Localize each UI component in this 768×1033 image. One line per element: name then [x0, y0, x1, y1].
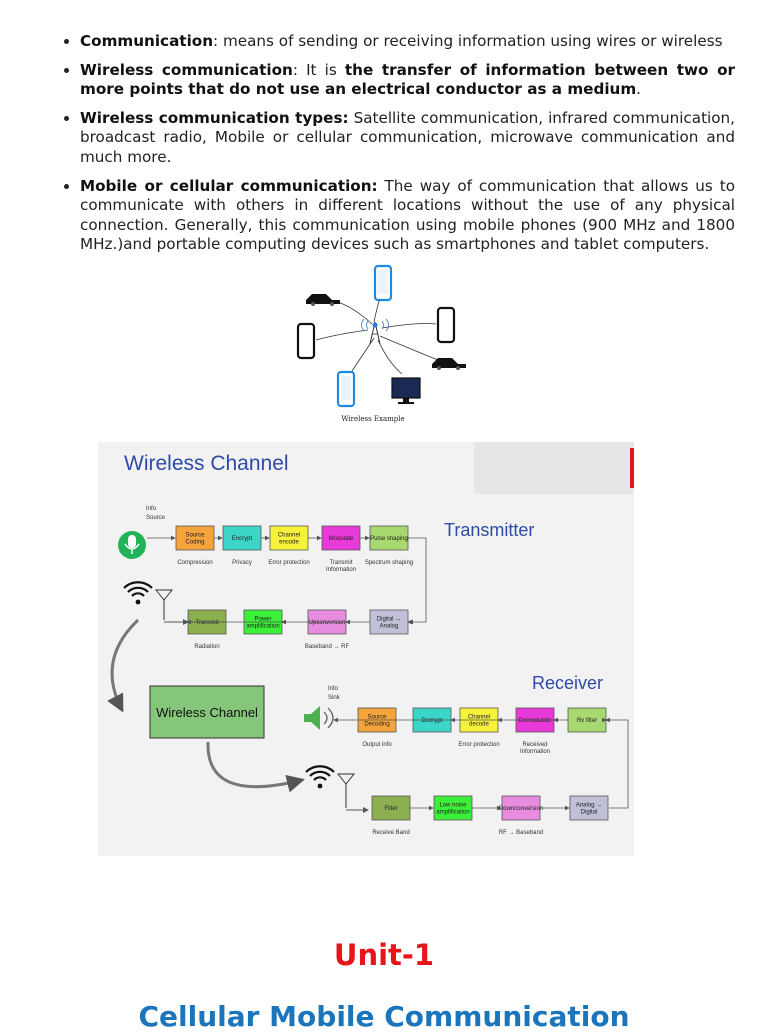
figure-caption: Wireless Example — [341, 415, 405, 423]
rx1-box-4 — [567, 707, 607, 733]
tx2-box-3 — [369, 609, 409, 635]
wifi-icon — [305, 765, 335, 789]
tx1-caption: Compression — [177, 560, 212, 566]
rx1-box-label: Decrypt — [422, 718, 443, 724]
bullet-wireless-communication: Wireless communication: It is the transf… — [80, 61, 735, 100]
monitor-icon — [391, 377, 421, 404]
rx1-caption: Error protection — [458, 742, 499, 748]
bullet-text: The way of communication that allows us … — [80, 176, 735, 254]
rx2-box-0 — [371, 795, 411, 821]
tower-icon — [361, 318, 389, 345]
rx2-box-label: Analog →Digital — [576, 803, 602, 816]
tx1-box-0 — [175, 525, 215, 551]
bullet-term: Wireless communication — [80, 60, 293, 79]
tx1-box-3 — [321, 525, 361, 551]
rx1-box-label: Rx filter — [577, 718, 597, 724]
bullet-text: : It is — [292, 60, 345, 79]
unit-title: Unit-1 — [333, 938, 435, 972]
bullet-term: Wireless communication types: — [80, 108, 349, 127]
rx2-box-3 — [569, 795, 609, 821]
wireless-example-figure — [296, 264, 466, 408]
phone-icon — [336, 370, 356, 408]
bullet-text: Satellite communication, infrared commun… — [80, 108, 735, 166]
car-icon — [306, 294, 340, 306]
speaker-icon — [304, 706, 334, 730]
tx1-box-label: Pulse shaping — [370, 536, 408, 542]
phone-icon — [373, 264, 393, 302]
tx1-box-4 — [369, 525, 409, 551]
tx1-box-1 — [222, 525, 262, 551]
tx1-box-2 — [269, 525, 309, 551]
bullet-text: : means of sending or receiving informat… — [213, 32, 723, 50]
rx2-box-label: Filter — [384, 806, 397, 812]
wireless-channel-diagram: Wireless Channel Transmitter Receiver In… — [98, 442, 634, 856]
tx1-box-label: Modulate — [329, 536, 354, 542]
bullet-term: Mobile or cellular communication: — [80, 176, 378, 195]
phone-icon — [436, 306, 456, 344]
tx1-caption: Privacy — [232, 560, 252, 566]
chapter-subtitle: Cellular Mobile Communication — [138, 1000, 630, 1033]
rx1-caption: Output info — [362, 742, 392, 748]
bullet-communication: Communication: means of sending or recei… — [80, 32, 735, 52]
wireless-channel-box-label: Wireless Channel — [156, 705, 258, 720]
rx2-box-label: Downconversion — [499, 806, 543, 812]
car-icon — [432, 358, 466, 370]
definition-list: Communication: means of sending or recei… — [60, 32, 735, 264]
tx1-caption: Error protection — [268, 560, 309, 566]
phone-icon — [296, 322, 316, 360]
tx1-caption: Spectrum shaping — [365, 560, 413, 566]
wireless-channel-box — [149, 685, 265, 739]
rx1-box-label: Demodulate — [519, 718, 552, 724]
bullet-tail: . — [636, 80, 641, 99]
transmitter-label: Transmitter — [444, 520, 534, 540]
bullet-term: Communication — [80, 32, 214, 50]
rx2-caption: Receive Band — [372, 830, 409, 836]
wifi-icon — [123, 581, 153, 605]
tx2-box-label: Digital →Analog — [377, 617, 401, 630]
bullet-wireless-types: Wireless communication types: Satellite … — [80, 109, 735, 168]
rx2-caption: RF → Baseband — [499, 830, 543, 836]
receiver-label: Receiver — [532, 673, 603, 693]
rx2-box-2 — [501, 795, 541, 821]
tx2-box-label: Upconversion — [309, 620, 346, 626]
tx2-caption: Radiation — [194, 644, 219, 650]
tx1-box-label: Encrypt — [232, 536, 253, 542]
microphone-icon — [118, 531, 146, 559]
tx2-box-label: Transmit — [195, 620, 218, 626]
diagram-title: Wireless Channel — [124, 452, 289, 475]
tx2-caption: Baseband → RF — [305, 644, 350, 650]
bullet-bold-text: the transfer of information between two … — [80, 60, 735, 99]
bullet-mobile-communication: Mobile or cellular communication: The wa… — [80, 177, 735, 255]
